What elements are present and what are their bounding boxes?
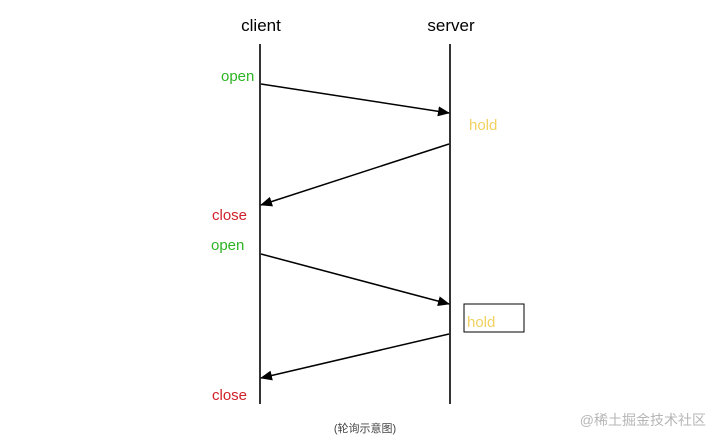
open-label: open	[221, 68, 254, 85]
diagram-caption: (轮询示意图)	[334, 421, 396, 435]
client-heading: client	[241, 16, 281, 35]
watermark: @稀土掘金技术社区	[580, 412, 706, 428]
server-heading: server	[427, 16, 475, 35]
request-arrow-2	[260, 253, 450, 307]
hold-label: hold	[467, 314, 495, 331]
request-arrow-1	[260, 83, 450, 117]
close-label: close	[212, 207, 247, 224]
hold-box	[463, 303, 525, 333]
open-label: open	[211, 237, 244, 254]
close-label: close	[212, 387, 247, 404]
response-arrow-1	[260, 143, 450, 207]
hold-label: hold	[469, 117, 497, 134]
response-arrow-2	[260, 333, 450, 381]
